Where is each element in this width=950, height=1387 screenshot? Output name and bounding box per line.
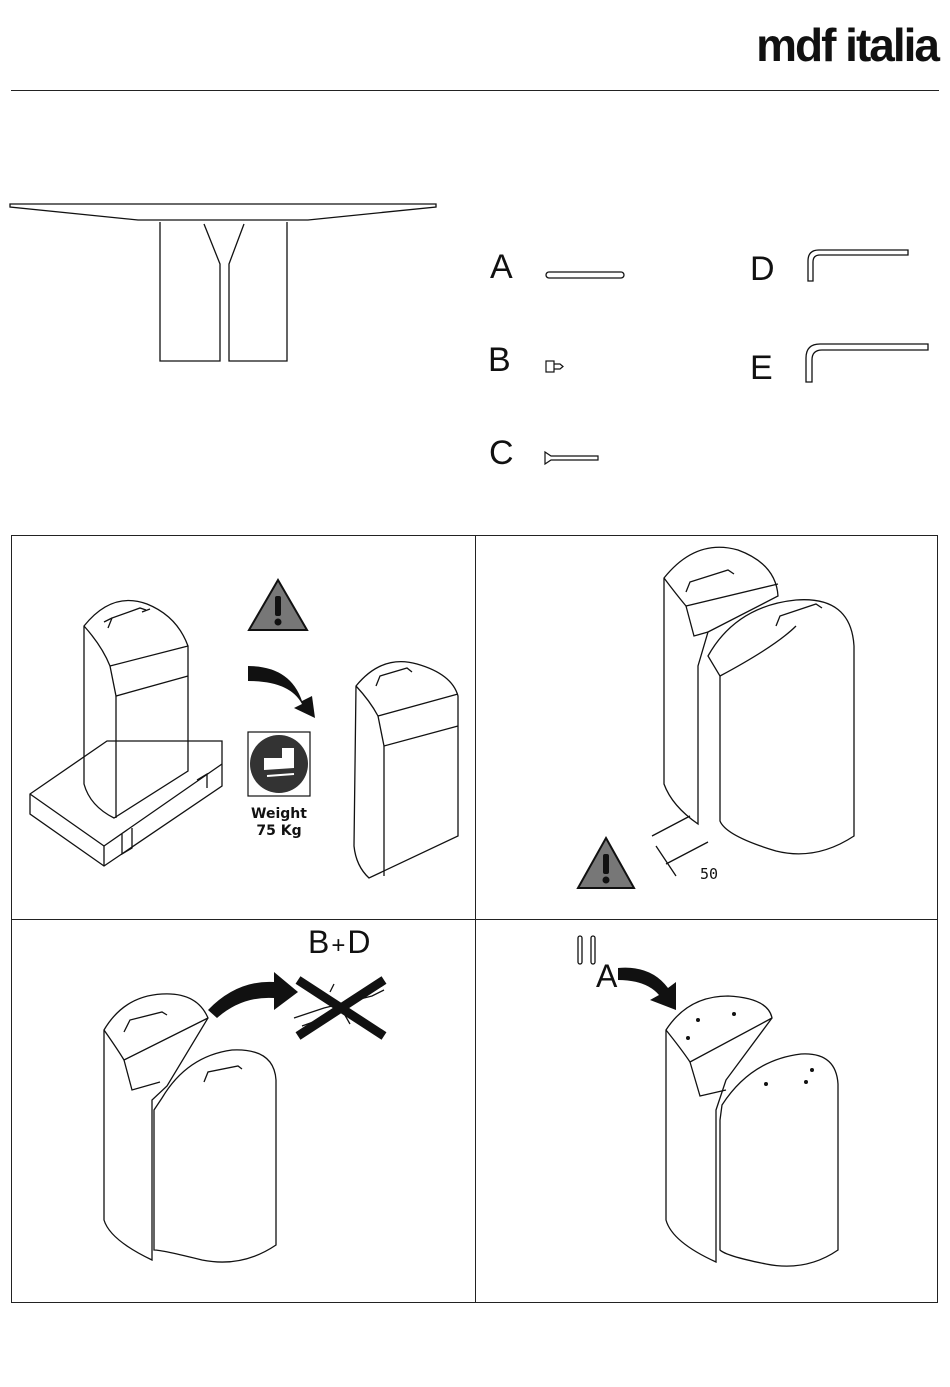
header-divider: [11, 90, 939, 91]
step-1-panel: Weight 75 Kg: [12, 536, 476, 920]
combo-part-b: B: [308, 924, 329, 960]
part-label-a: A: [490, 248, 513, 287]
step-2-panel: 50: [476, 536, 937, 920]
table-side-view: [8, 196, 440, 366]
dowel-pin-icon: [545, 270, 627, 282]
warning-triangle-icon: [578, 838, 634, 888]
small-allen-key-icon: [804, 247, 914, 285]
step-3-panel: B+D: [12, 920, 476, 1302]
insert-arrow-icon: [618, 968, 676, 1010]
distance-label: 50: [700, 865, 718, 883]
remove-arrow-icon: [208, 972, 298, 1018]
step-4-part-label: A: [596, 958, 617, 995]
rotate-arrow-icon: [248, 666, 315, 718]
part-label-d: D: [750, 250, 775, 289]
weight-label: Weight: [244, 806, 314, 823]
step-4-panel: A: [476, 920, 937, 1302]
large-allen-key-icon: [802, 340, 934, 386]
step-4-illustration: [476, 920, 937, 1302]
combo-part-d: D: [347, 924, 370, 960]
part-label-c: C: [489, 434, 514, 473]
step-1-illustration: [12, 536, 476, 920]
combo-plus: +: [331, 932, 345, 959]
warning-triangle-icon: [249, 580, 307, 630]
weight-note: Weight 75 Kg: [244, 806, 314, 840]
brand-logo: mdf italia: [756, 18, 938, 72]
long-bolt-icon: [543, 450, 603, 466]
step-2-illustration: [476, 536, 937, 920]
parts-combo: B+D: [308, 924, 370, 961]
weight-value: 75 Kg: [244, 823, 314, 840]
step-3-illustration: [12, 920, 476, 1302]
assembly-steps-grid: Weight 75 Kg: [11, 535, 938, 1303]
small-screw-icon: [544, 358, 568, 376]
safety-boot-icon: [248, 732, 310, 796]
part-label-e: E: [750, 349, 773, 388]
part-label-b: B: [488, 341, 511, 380]
